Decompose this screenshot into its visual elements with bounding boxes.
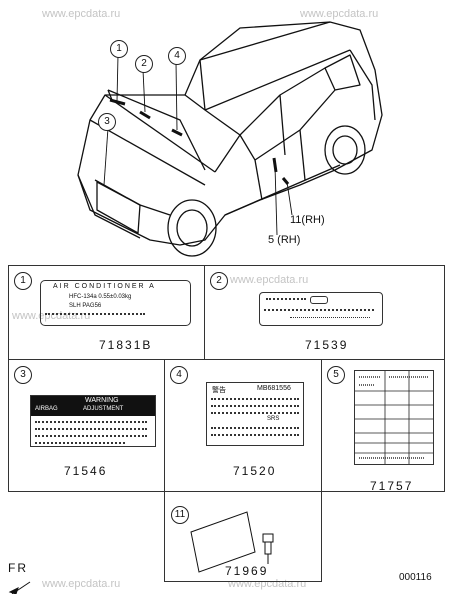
panel-1: 1 AIR CONDITIONER A HFC-134a 0.55±0.03kg…: [8, 265, 205, 360]
label-line: 警告: [212, 387, 226, 394]
part-number: 71546: [64, 464, 108, 478]
label-line: AIRBAG: [35, 406, 58, 412]
part-number: 71969: [225, 564, 269, 578]
watermark: www.epcdata.ru: [230, 274, 309, 286]
label-line: WARNING: [85, 397, 119, 404]
tire-info-grid: [355, 371, 433, 464]
watermark: www.epcdata.ru: [42, 8, 121, 20]
front-direction-label: FR: [8, 561, 28, 575]
callout-5-rh: 5 (RH): [268, 234, 301, 246]
callout-4: 4: [168, 47, 186, 65]
panel-number: 11: [171, 506, 189, 524]
label-srs: 警告 MB681556 SRS: [206, 382, 304, 446]
callout-1: 1: [110, 40, 128, 58]
panel-number: 2: [210, 272, 228, 290]
label-line: HFC-134a 0.55±0.03kg: [69, 294, 132, 300]
label-tire-info: [354, 370, 434, 465]
callout-2: 2: [135, 55, 153, 73]
label-line: MB681556: [257, 385, 291, 392]
diagram-code: 000116: [399, 572, 432, 583]
part-number: 71757: [370, 479, 414, 493]
panel-number: 1: [14, 272, 32, 290]
panel-2: 2 71539: [204, 265, 445, 360]
panel-number: 3: [14, 366, 32, 384]
part-number: 71831B: [99, 338, 153, 352]
panel-5: 5 71757: [321, 359, 445, 493]
label-air-conditioner: AIR CONDITIONER A HFC-134a 0.55±0.03kg S…: [40, 280, 191, 326]
panel-3: 3 WARNING AIRBAG ADJUSTMENT 71546: [8, 359, 165, 492]
callout-11-rh: 11(RH): [290, 214, 325, 226]
label-line: SRS: [267, 416, 280, 422]
label-line: SLH PAG56: [69, 303, 102, 309]
label-line: AIR CONDITIONER A: [53, 283, 156, 290]
label-warning: WARNING AIRBAG ADJUSTMENT: [30, 395, 156, 447]
insulator-pad-drawing: [190, 511, 274, 573]
panel-11: 11 71969: [164, 491, 322, 582]
callout-3: 3: [98, 113, 116, 131]
part-number: 71539: [305, 338, 349, 352]
panel-number: 4: [170, 366, 188, 384]
panel-number: 5: [327, 366, 345, 384]
label-line: ADJUSTMENT: [83, 406, 124, 412]
part-number: 71520: [233, 464, 277, 478]
panel-4: 4 警告 MB681556 SRS 71520: [164, 359, 322, 492]
watermark: www.epcdata.ru: [42, 578, 121, 590]
watermark: www.epcdata.ru: [300, 8, 379, 20]
label-emission: [259, 292, 383, 326]
